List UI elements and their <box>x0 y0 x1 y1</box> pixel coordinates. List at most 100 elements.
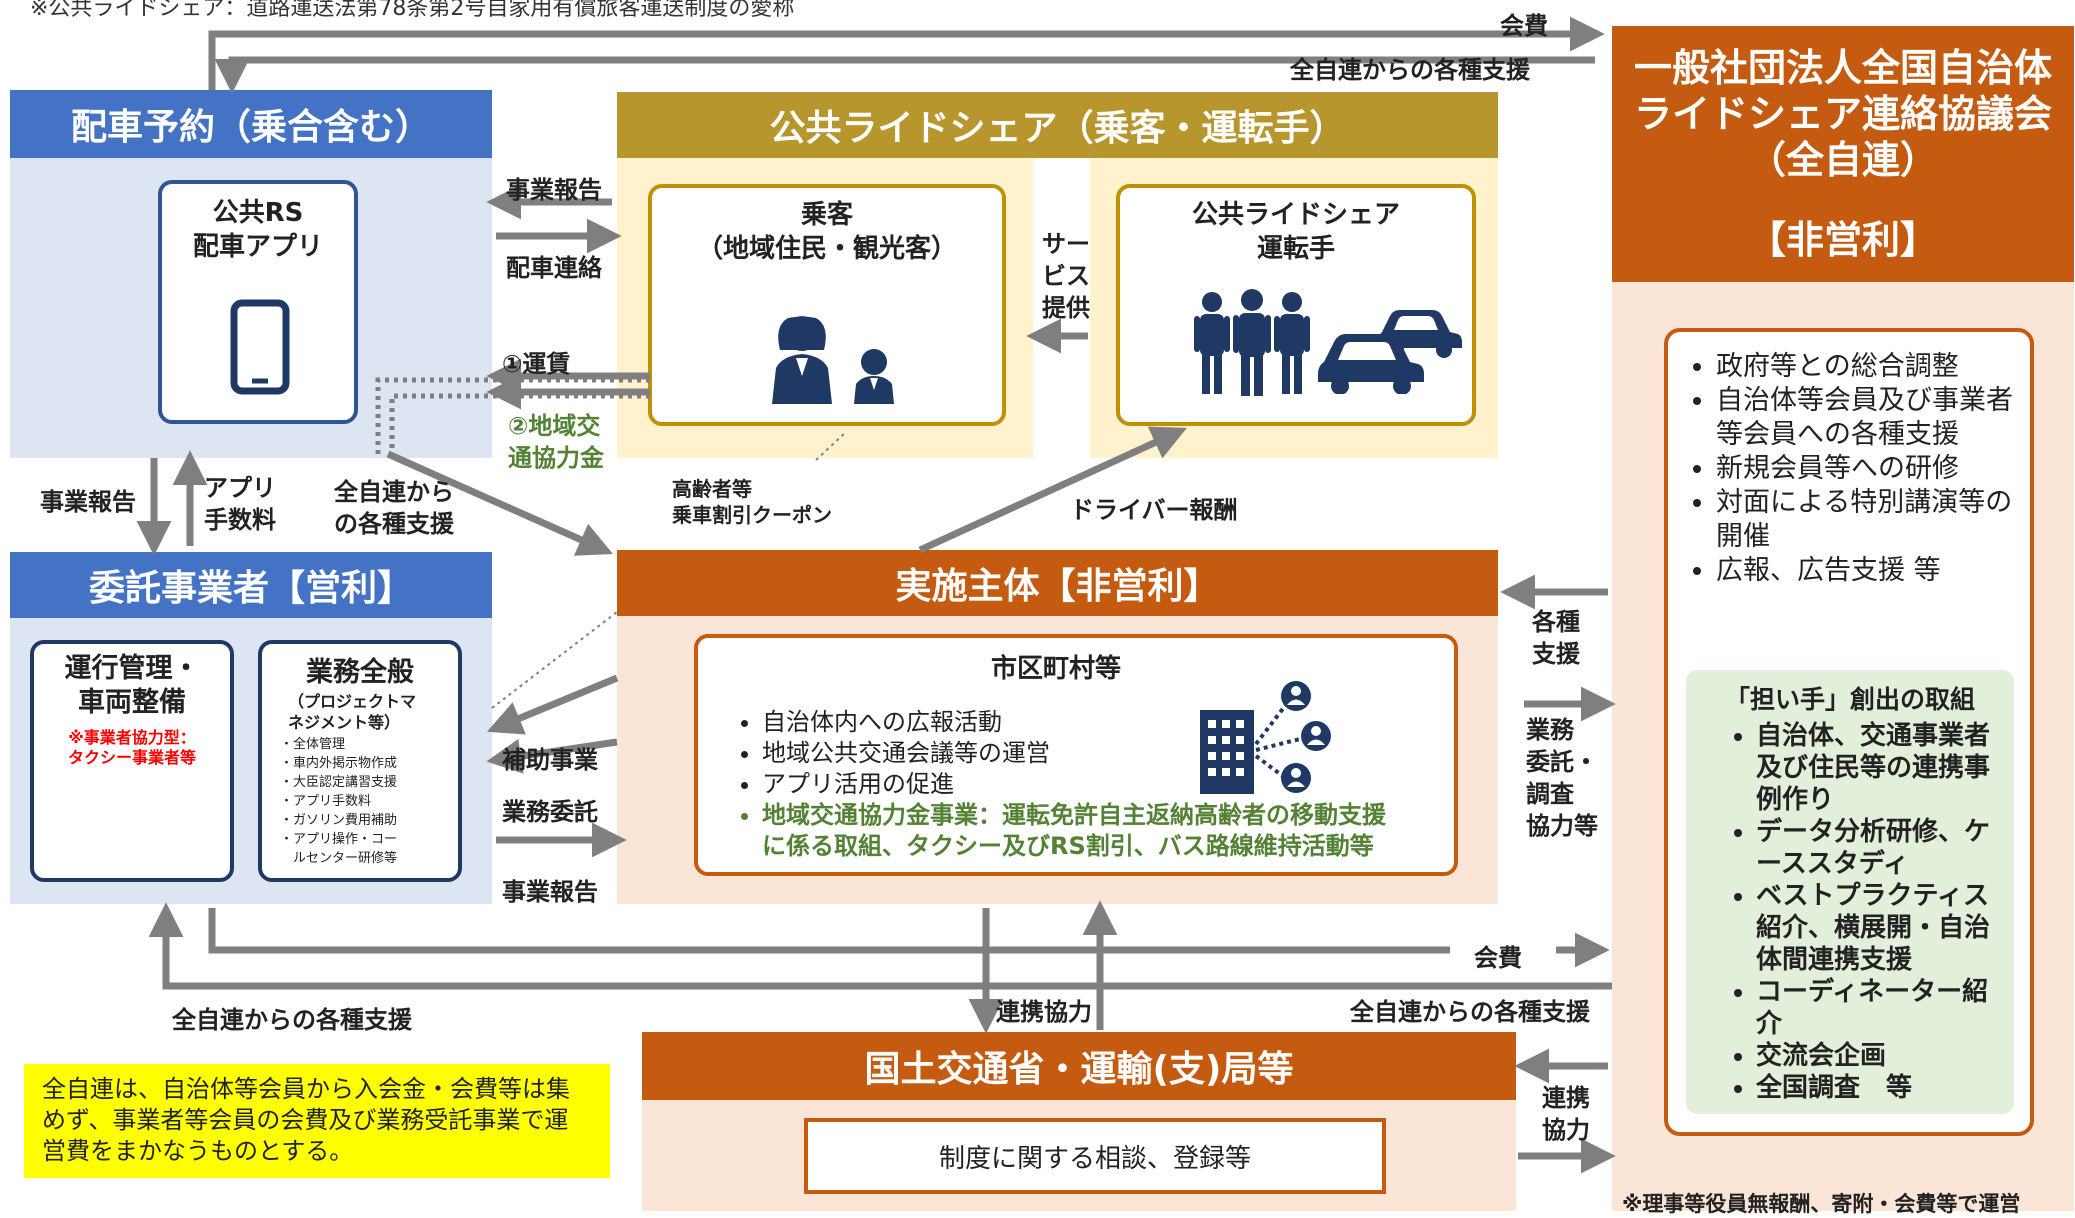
municipality-bullet: 地域公共交通会議等の運営 <box>762 738 1454 769</box>
federation-bullet: 自治体等会員及び事業者等会員への各種支援 <box>1716 384 2018 452</box>
business-item: ・アプリ操作・コー <box>280 832 398 847</box>
label-subsidy: 補助事業 <box>502 746 598 774</box>
label-fare: ①運賃 <box>502 350 571 378</box>
label-outsourcing-line: 業務 <box>1526 716 1574 744</box>
federation-title-line2: ライドシェア連絡協議会 <box>1633 92 2052 136</box>
dispatch-app-card: 公共RS 配車アプリ <box>158 180 358 424</box>
label-cooperation-mid: 連携協力 <box>996 998 1092 1026</box>
label-dispatch-link: 配車連絡 <box>506 254 602 282</box>
federation-title-line3: （全自連） <box>1747 138 1938 182</box>
business-item: ・全体管理 <box>280 737 346 752</box>
app-name-line1: 公共RS <box>212 198 304 228</box>
passengers-icon <box>772 316 894 404</box>
label-driver-pay: ドライバー報酬 <box>1070 496 1238 524</box>
label-fee-top: 会費 <box>1500 12 1548 40</box>
workforce-bullet: ベストプラクティス紹介、横展開・自治体間連携支援 <box>1756 880 2004 976</box>
label-support-bottom-right: 全自連からの各種支援 <box>1350 998 1590 1026</box>
contractor-title: 委託事業者【営利】 <box>10 552 492 618</box>
label-service: サー ビス 提供 <box>1042 228 1090 324</box>
contribution-project-line2: に係る取組、タクシー及びRS割引、バス路線維持活動等 <box>762 832 1374 860</box>
operations-title-line2: 車両整備 <box>78 687 186 718</box>
implementer-title: 実施主体【非営利】 <box>617 550 1498 616</box>
federation-bullet: 広報、広告支援 等 <box>1716 554 2018 588</box>
workforce-bullet: コーディネーター紹介 <box>1756 976 2004 1040</box>
yellow-note: 全自連は、自治体等会員から入会金・会費等は集めず、事業者等会員の会費及び業務受託… <box>24 1064 610 1178</box>
operations-note-line2: タクシー事業者等 <box>67 748 196 767</box>
workforce-title: 「担い手」創出の取組 <box>1724 685 1975 714</box>
label-report-left: 事業報告 <box>40 488 136 516</box>
label-support-bottom-left: 全自連からの各種支援 <box>172 1006 412 1034</box>
federation-bullets: 政府等との総合調整 自治体等会員及び事業者等会員への各種支援 新規会員等への研修… <box>1676 350 2030 588</box>
building-network-icon <box>1200 681 1331 794</box>
federation-activities-card: 政府等との総合調整 自治体等会員及び事業者等会員への各種支援 新規会員等への研修… <box>1664 328 2034 1136</box>
business-item: ・ガソリン費用補助 <box>280 813 398 828</box>
label-coupon-line2: 乗車割引クーポン <box>672 503 832 527</box>
business-sub-line1: （プロジェクトマ <box>288 692 417 711</box>
business-title: 業務全般 <box>306 657 414 688</box>
business-item: ・アプリ手数料 <box>280 794 372 809</box>
municipality-bullets: 自治体内への広報活動 地域公共交通会議等の運営 アプリ活用の促進 地域交通協力金… <box>722 707 1454 862</box>
municipality-card: 市区町村等 自治体内への広報活動 地域公共交通会議等の運営 アプリ活用の促進 地… <box>694 634 1458 876</box>
business-item: ・大臣認定講習支援 <box>280 775 398 790</box>
label-support-top: 全自連からの各種支援 <box>1290 56 1530 84</box>
label-support-mid-line1: 全自連から <box>334 478 454 506</box>
label-contribution-line1: ②地域交 <box>508 412 601 440</box>
smartphone-icon <box>230 299 290 395</box>
passenger-label: 乗客 <box>800 200 853 230</box>
label-service-line2: ビス <box>1042 262 1090 290</box>
ministry-title: 国土交通省・運輸(支)局等 <box>642 1032 1516 1100</box>
business-item: ルセンター研修等 <box>280 851 398 866</box>
business-items: ・全体管理 ・車内外掲示物作成 ・大臣認定講習支援 ・アプリ手数料 ・ガソリン費… <box>280 735 458 868</box>
label-cooperation-right: 連携 協力 <box>1542 1082 1590 1146</box>
dispatch-title: 配車予約（乗合含む） <box>10 90 492 158</box>
federation-bullet: 対面による特別講演等の開催 <box>1716 486 2018 554</box>
workforce-bullet: 全国調査 等 <box>1756 1072 2004 1104</box>
label-outsourcing-federation: 業務 委託・ 調査 協力等 <box>1526 714 1598 842</box>
label-app-fee: アプリ 手数料 <box>204 472 276 536</box>
label-report-dispatch: 事業報告 <box>506 176 602 204</box>
federation-nonprofit: 【非営利】 <box>1747 218 1938 262</box>
municipality-title: 市区町村等 <box>990 654 1121 684</box>
label-outsourcing-line: 調査 <box>1526 780 1574 808</box>
label-coupon: 高齢者等 乗車割引クーポン <box>672 476 832 528</box>
federation-title-line1: 一般社団法人全国自治体 <box>1633 46 2052 90</box>
label-support-mid: 全自連から の各種支援 <box>334 476 454 540</box>
label-outsourcing-contractor: 業務委託 <box>502 798 598 826</box>
label-cooperation-right-line1: 連携 <box>1542 1084 1590 1112</box>
label-report-contractor: 事業報告 <box>502 878 598 906</box>
operations-card: 運行管理・ 車両整備 ※事業者協力型： タクシー事業者等 <box>30 640 234 882</box>
driver-sub: 運転手 <box>1256 234 1335 264</box>
business-sub-line2: ネジメント等） <box>288 713 401 732</box>
workforce-bullet: 自治体、交通事業者及び住民等の連携事例作り <box>1756 720 2004 816</box>
municipality-bullet: 自治体内への広報活動 <box>762 707 1454 738</box>
label-contribution: ②地域交 通協力金 <box>508 410 604 474</box>
federation-header: 一般社団法人全国自治体 ライドシェア連絡協議会 （全自連） 【非営利】 <box>1612 26 2074 282</box>
driver-card: 公共ライドシェア 運転手 <box>1116 184 1476 426</box>
label-service-line3: 提供 <box>1042 294 1090 322</box>
workforce-bullets: 自治体、交通事業者及び住民等の連携事例作り データ分析研修、ケーススタディ ベス… <box>1686 720 2014 1104</box>
label-app-fee-line1: アプリ <box>204 474 276 502</box>
label-app-fee-line2: 手数料 <box>204 506 276 534</box>
label-cooperation-right-line2: 協力 <box>1542 1116 1590 1144</box>
passenger-card: 乗客 （地域住民・観光客） <box>648 184 1006 426</box>
business-card: 業務全般 （プロジェクトマ ネジメント等） ・全体管理 ・車内外掲示物作成 ・大… <box>258 640 462 882</box>
ministry-box: 制度に関する相談、登録等 <box>804 1118 1386 1194</box>
federation-bullet: 政府等との総合調整 <box>1716 350 2018 384</box>
workforce-bullet: データ分析研修、ケーススタディ <box>1756 816 2004 880</box>
drivers-icon <box>1194 289 1310 396</box>
cars-icon <box>1318 310 1462 394</box>
workforce-box: 「担い手」創出の取組 自治体、交通事業者及び住民等の連携事例作り データ分析研修… <box>1686 670 2014 1114</box>
label-coupon-line1: 高齢者等 <box>672 477 752 501</box>
label-service-line1: サー <box>1042 230 1090 258</box>
label-outsourcing-line: 委託・ <box>1526 748 1598 776</box>
label-support-mid-line2: の各種支援 <box>334 510 454 538</box>
label-contribution-line2: 通協力金 <box>508 444 604 472</box>
business-item: ・車内外掲示物作成 <box>280 756 398 771</box>
contribution-project-line1: 地域交通協力金事業：運転免許自主返納高齢者の移動支援 <box>762 801 1386 829</box>
passenger-sub: （地域住民・観光客） <box>696 234 957 264</box>
label-various-support-line2: 支援 <box>1532 640 1580 668</box>
label-various-support-line1: 各種 <box>1532 608 1580 636</box>
label-various-support: 各種 支援 <box>1532 606 1580 670</box>
operations-title-line1: 運行管理・ <box>64 653 200 684</box>
